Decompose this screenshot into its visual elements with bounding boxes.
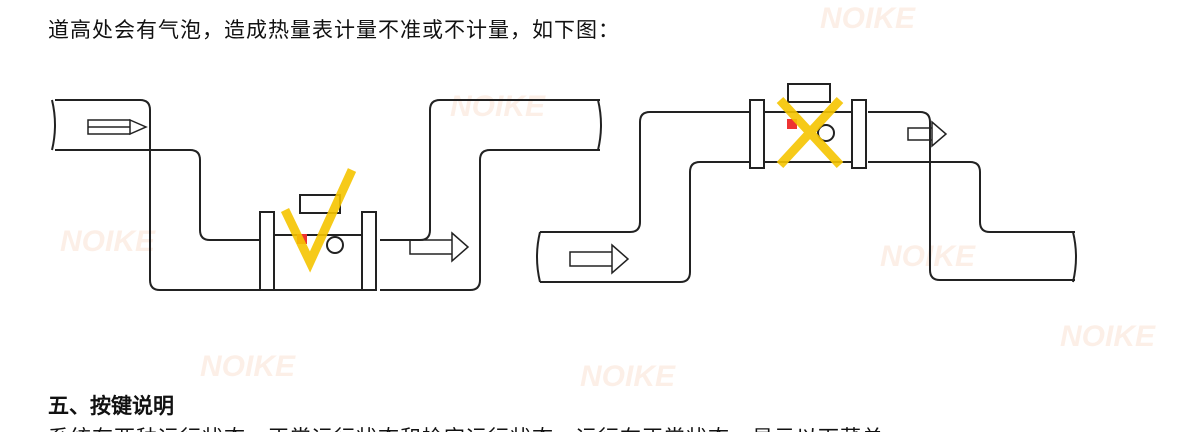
- watermark: NOIKE: [1060, 320, 1156, 353]
- watermark: NOIKE: [450, 90, 546, 123]
- intro-text: 道高处会有气泡，造成热量表计量不准或不计量，如下图：: [48, 18, 620, 42]
- section-heading: 五、按键说明: [48, 393, 174, 418]
- watermark: NOIKE: [200, 350, 296, 383]
- correct-installation-diagram: [51, 99, 602, 291]
- incorrect-installation-diagram: [536, 83, 1077, 283]
- watermark: NOIKE: [820, 2, 916, 35]
- cross-mark-icon: [776, 96, 844, 169]
- check-mark-icon: [280, 168, 357, 273]
- watermark: NOIKE: [880, 240, 976, 273]
- watermark: NOIKE: [580, 360, 676, 393]
- partial-paragraph: 系统有两种运行状态，正常运行状态和检定运行状态，运行在正常状态，显示以下菜单: [48, 422, 884, 432]
- watermark: NOIKE: [60, 225, 156, 258]
